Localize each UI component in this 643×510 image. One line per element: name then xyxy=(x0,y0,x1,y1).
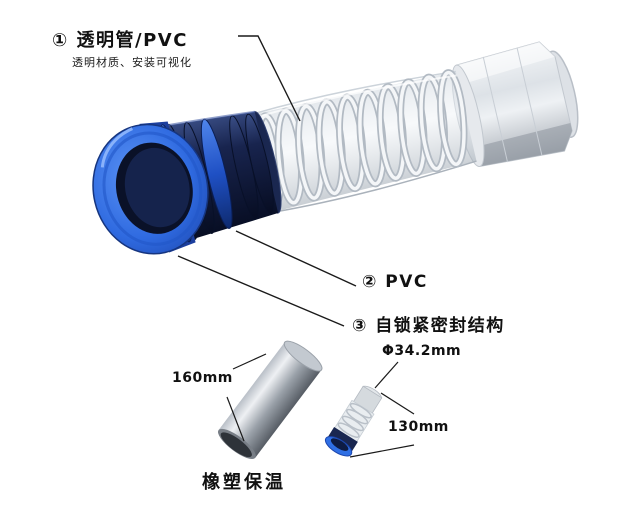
callout-2-label: ② PVC xyxy=(362,272,428,292)
hex-nut xyxy=(451,41,579,168)
callout-1-subtitle: 透明材质、安装可视化 xyxy=(72,56,192,69)
spiral-section xyxy=(248,65,477,214)
dim-diameter-line xyxy=(374,361,399,389)
insulation-tube xyxy=(217,340,323,460)
leader-lines xyxy=(177,35,357,327)
dim-130-line-top xyxy=(380,392,415,415)
leader-line-3 xyxy=(177,255,345,327)
dim-fitting-length: 130mm xyxy=(388,419,449,435)
dim-diameter: Φ34.2mm xyxy=(382,343,462,359)
dim-130-line-bottom xyxy=(349,444,415,458)
dim-160-line-top xyxy=(232,353,267,370)
dimension-lines xyxy=(226,353,415,458)
dim-160-line-bottom xyxy=(226,396,245,442)
hose-assembly xyxy=(92,41,579,255)
leader-line-1 xyxy=(238,35,301,122)
leader-line-2 xyxy=(235,230,357,287)
blue-cap xyxy=(92,121,209,255)
product-caption: 橡塑保温 xyxy=(202,472,286,493)
callout-1-label: ① 透明管/PVC xyxy=(52,30,188,51)
callout-3-label: ③ 自锁紧密封结构 xyxy=(352,316,505,336)
small-fitting xyxy=(324,385,383,457)
dim-tube-length: 160mm xyxy=(172,370,233,386)
